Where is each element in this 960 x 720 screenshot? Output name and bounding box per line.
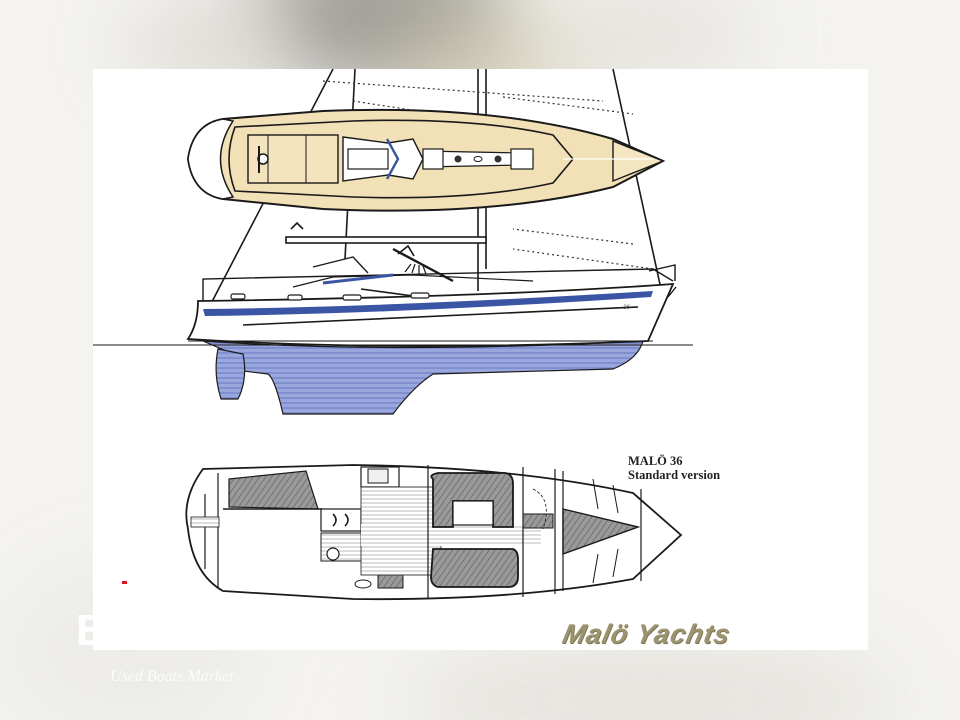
boom <box>285 221 487 257</box>
watermark-brand: Boats <box>76 606 209 655</box>
watermark-tagline: Used Boats Market <box>110 668 234 685</box>
drawing-caption: MALÖ 36 Standard version <box>628 454 720 482</box>
side-profile: 36 <box>93 247 693 415</box>
interior-layout <box>185 464 683 601</box>
svg-text:36: 36 <box>623 305 630 311</box>
yacht-drawing: 36 <box>93 69 693 601</box>
site-watermark: Boats Used Boats Market <box>70 600 350 700</box>
model-name: MALÖ 36 <box>628 454 683 468</box>
boat-drawing-card: 36 <box>93 69 868 650</box>
red-mark <box>122 581 127 584</box>
blur-blob <box>400 640 900 720</box>
version-label: Standard version <box>628 468 721 482</box>
malo-yachts-logo: Malö Yachts <box>559 619 734 649</box>
deck-plan <box>186 108 666 212</box>
